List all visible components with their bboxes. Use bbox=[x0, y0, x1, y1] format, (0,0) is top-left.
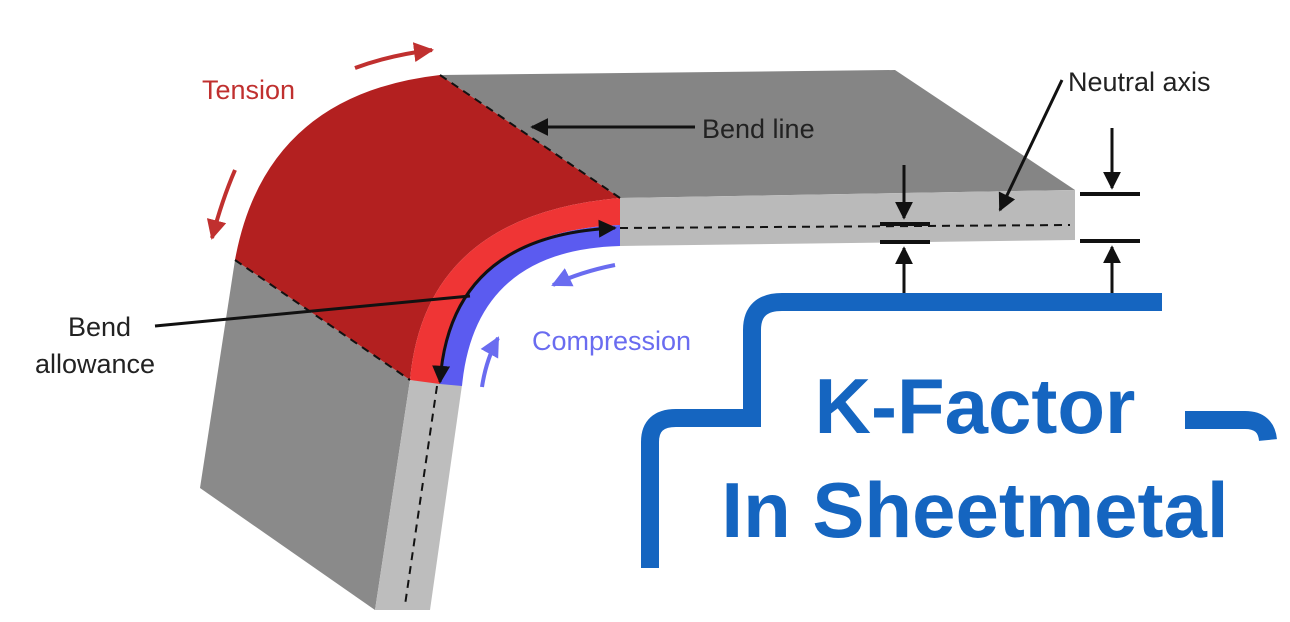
tension-label: Tension bbox=[202, 75, 295, 105]
neutral-axis-leader bbox=[998, 79, 1064, 212]
compression-label: Compression bbox=[532, 326, 691, 356]
bend-line-label: Bend line bbox=[702, 114, 815, 144]
bend-allowance-leader bbox=[154, 294, 471, 328]
compression-arrow-bottom bbox=[480, 336, 500, 388]
title-line-1: K-Factor bbox=[815, 362, 1136, 450]
bend-allowance-label-2: allowance bbox=[35, 349, 155, 379]
thickness-arrows bbox=[895, 128, 1121, 300]
tension-arrow-top bbox=[354, 42, 434, 70]
title-frame-right bbox=[1185, 411, 1277, 442]
thickness-markers bbox=[880, 192, 1140, 244]
title-frame bbox=[641, 293, 1162, 568]
bend-allowance-label-1: Bend bbox=[68, 312, 131, 342]
side-flange-edge bbox=[375, 380, 462, 610]
title-line-2: In Sheetmetal bbox=[721, 466, 1228, 554]
compression-arrow-top bbox=[551, 263, 616, 287]
tension-arrow-left bbox=[206, 169, 237, 240]
top-flange-edge bbox=[620, 190, 1075, 246]
neutral-axis-label: Neutral axis bbox=[1068, 67, 1211, 97]
dashed-lines bbox=[234, 74, 1071, 606]
bend-allowance-arc bbox=[432, 219, 617, 384]
top-flange-face bbox=[440, 70, 1075, 198]
title-background bbox=[650, 305, 1290, 622]
bend-outer-surface bbox=[235, 75, 620, 380]
side-flange-face bbox=[200, 260, 410, 610]
